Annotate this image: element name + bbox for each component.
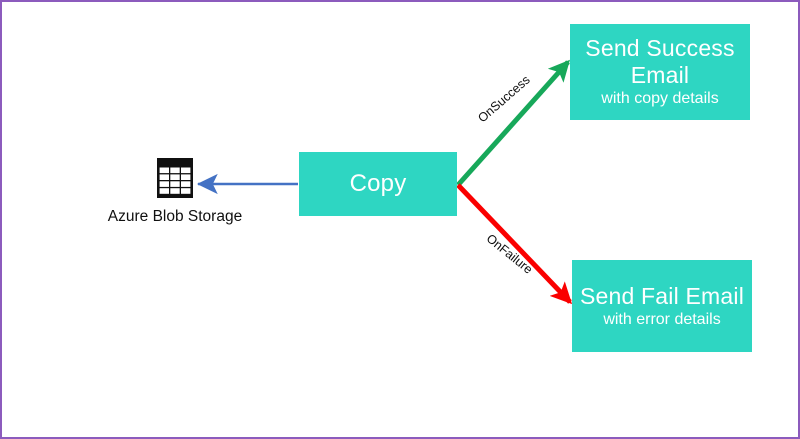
activity-copy-label: Copy <box>349 170 407 198</box>
activity-send-success-email[interactable]: Send Success Email with copy details <box>570 24 750 120</box>
activity-success-line2: Email <box>630 61 690 88</box>
dataset-label: Azure Blob Storage <box>107 208 243 225</box>
activity-fail-line1: Send Fail Email <box>579 282 745 309</box>
table-icon <box>156 157 194 199</box>
activity-success-line1: Send Success <box>585 35 735 62</box>
edge-on-failure <box>456 183 573 305</box>
activity-fail-line2: with error details <box>603 311 721 329</box>
activity-send-fail-email[interactable]: Send Fail Email with error details <box>572 260 752 352</box>
activity-copy[interactable]: Copy <box>299 152 457 216</box>
activity-success-line3: with copy details <box>601 90 719 108</box>
edge-label-on-success: OnSuccess <box>475 72 533 126</box>
edge-label-on-failure: OnFailure <box>483 231 536 277</box>
dataset-azure-blob-storage[interactable]: Azure Blob Storage <box>90 157 260 226</box>
